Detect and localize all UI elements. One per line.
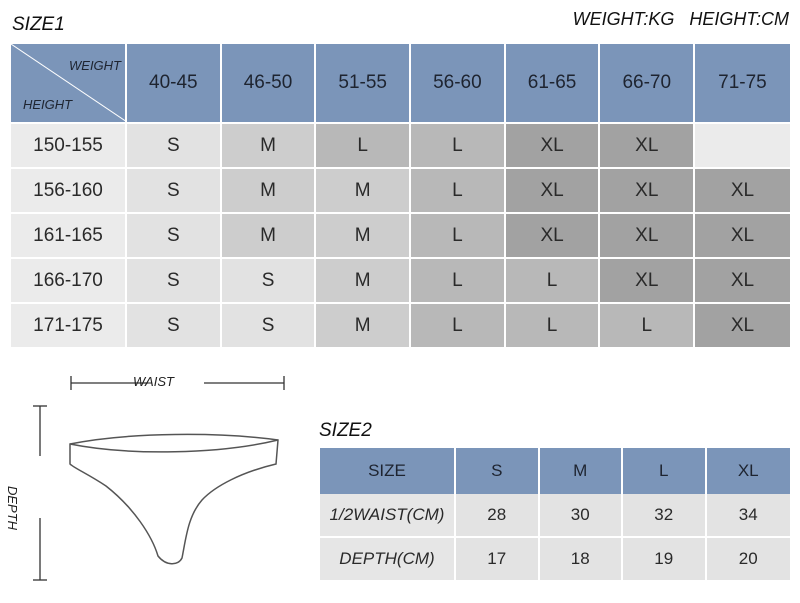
size-column-header: S	[456, 448, 540, 494]
size-cell: L	[505, 259, 601, 302]
table-row: DEPTH(CM) 17 18 19 20	[320, 538, 790, 582]
height-label: 150-155	[11, 124, 127, 167]
measurement-value: 18	[539, 538, 623, 582]
size-cell: XL	[600, 124, 696, 167]
table-row: 1/2WAIST(CM) 28 30 32 34	[320, 494, 790, 538]
size-cell: XL	[600, 214, 696, 257]
size-cell: L	[600, 304, 696, 347]
size-header-label: SIZE	[320, 448, 456, 494]
weight-header: 71-75	[695, 44, 790, 122]
size-cell: XL	[695, 169, 790, 212]
table-row: 156-160 S M M L XL XL XL	[11, 169, 790, 212]
size-cell: M	[316, 214, 412, 257]
size-cell: M	[221, 124, 317, 167]
size-column-header: XL	[706, 448, 790, 494]
table-row: 171-175 S S M L L L XL	[11, 304, 790, 347]
size-cell: M	[221, 169, 317, 212]
size-cell: XL	[600, 169, 696, 212]
weight-header: 46-50	[221, 44, 317, 122]
garment-diagram	[33, 376, 285, 581]
weight-header: 61-65	[505, 44, 601, 122]
size-cell: L	[411, 214, 506, 257]
briefs-outline	[69, 433, 279, 565]
table-row: 161-165 S M M L XL XL XL	[11, 214, 790, 257]
size-cell: XL	[695, 259, 790, 302]
table-row: 166-170 S S M L L XL XL	[11, 259, 790, 302]
size-cell: L	[411, 169, 506, 212]
measurement-value: 19	[623, 538, 707, 582]
size-cell: L	[316, 124, 412, 167]
measurement-label: DEPTH(CM)	[320, 538, 456, 582]
measurement-table: SIZE S M L XL 1/2WAIST(CM) 28 30 32 34 D…	[320, 448, 790, 582]
waist-measure-line	[70, 376, 285, 390]
size-cell	[695, 124, 790, 167]
size-cell: XL	[695, 304, 790, 347]
height-label: 171-175	[11, 304, 127, 347]
measurement-label: 1/2WAIST(CM)	[320, 494, 456, 538]
height-label: 156-160	[11, 169, 127, 212]
size-cell: S	[127, 214, 222, 257]
corner-diagonal	[11, 44, 127, 122]
size-cell: XL	[505, 214, 601, 257]
size-cell: M	[316, 304, 412, 347]
size-column-header: L	[623, 448, 707, 494]
measurement-value: 28	[456, 494, 540, 538]
height-label: 166-170	[11, 259, 127, 302]
size-cell: XL	[505, 124, 601, 167]
units-note: WEIGHT:KG HEIGHT:CM	[572, 9, 789, 29]
size-cell: XL	[600, 259, 696, 302]
table-header-row: SIZE S M L XL	[320, 448, 790, 494]
size-cell: M	[221, 214, 317, 257]
measurement-value: 17	[456, 538, 540, 582]
size-cell: S	[221, 304, 317, 347]
table-header-row: WEIGHT HEIGHT 40-45 46-50 51-55 56-60 61…	[11, 44, 790, 122]
size-cell: S	[127, 304, 222, 347]
measurement-value: 20	[706, 538, 790, 582]
depth-label: DEPTH	[5, 485, 20, 531]
weight-header: 56-60	[411, 44, 506, 122]
size2-title: SIZE2	[319, 420, 372, 441]
size-cell: L	[505, 304, 601, 347]
size-cell: S	[127, 259, 222, 302]
size-cell: XL	[695, 214, 790, 257]
depth-measure-line	[33, 405, 47, 581]
size-chart-table: WEIGHT HEIGHT 40-45 46-50 51-55 56-60 61…	[11, 44, 790, 347]
size-cell: S	[221, 259, 317, 302]
size-cell: L	[411, 304, 506, 347]
corner-cell: WEIGHT HEIGHT	[11, 44, 127, 122]
size-cell: M	[316, 169, 412, 212]
size-cell: S	[127, 124, 222, 167]
size-cell: L	[411, 124, 506, 167]
height-label: 161-165	[11, 214, 127, 257]
measurement-value: 32	[623, 494, 707, 538]
weight-header: 40-45	[127, 44, 222, 122]
corner-weight-label: WEIGHT	[69, 58, 121, 73]
size-cell: XL	[505, 169, 601, 212]
measurement-value: 30	[539, 494, 623, 538]
table-row: 150-155 S M L L XL XL	[11, 124, 790, 167]
measurement-value: 34	[706, 494, 790, 538]
size-cell: S	[127, 169, 222, 212]
size-cell: L	[411, 259, 506, 302]
size1-title: SIZE1	[12, 14, 65, 35]
size-column-header: M	[539, 448, 623, 494]
size-cell: M	[316, 259, 412, 302]
weight-header: 66-70	[600, 44, 696, 122]
corner-height-label: HEIGHT	[23, 97, 73, 112]
waist-label: WAIST	[133, 374, 174, 389]
weight-header: 51-55	[316, 44, 412, 122]
